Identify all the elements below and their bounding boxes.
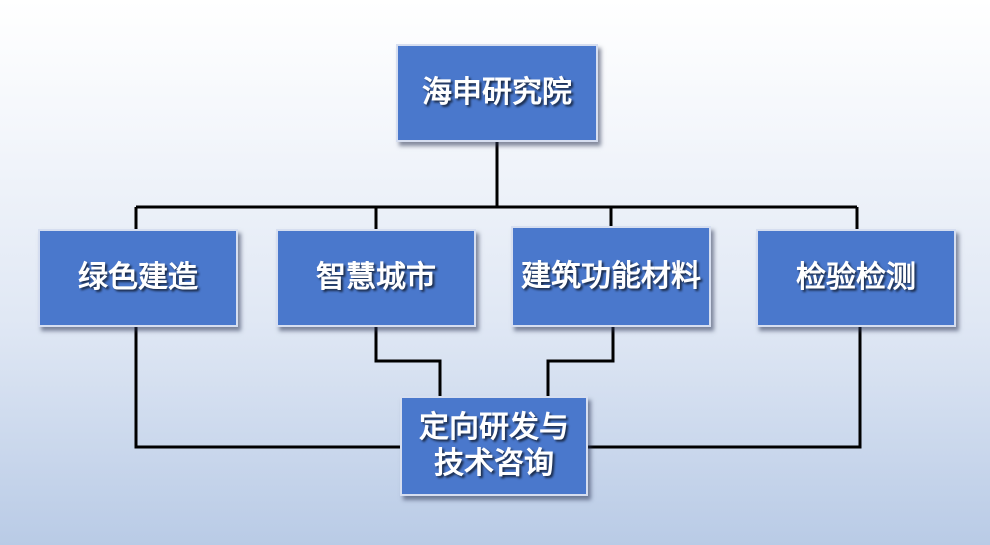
branch-node-smart-city: 智慧城市 xyxy=(276,229,476,327)
root-node-label: 海申研究院 xyxy=(422,75,572,110)
connector-left-inner xyxy=(374,327,442,396)
branch-node-label: 建筑功能材料 xyxy=(521,258,701,294)
connector-left-outer xyxy=(134,327,400,449)
bottom-node-label: 定向研发与技术咨询 xyxy=(419,410,569,481)
connector-right-inner xyxy=(546,327,615,396)
branch-node-label: 绿色建造 xyxy=(78,260,198,295)
branch-node-green-construction: 绿色建造 xyxy=(38,229,238,327)
connector-right-outer xyxy=(588,327,862,449)
branch-node-label: 智慧城市 xyxy=(316,260,436,295)
bottom-node-box: 定向研发与技术咨询 xyxy=(400,396,588,496)
root-node-box: 海申研究院 xyxy=(396,44,598,142)
branch-node-building-materials: 建筑功能材料 xyxy=(511,226,711,327)
branch-node-label: 检验检测 xyxy=(796,260,916,295)
branch-node-inspection-testing: 检验检测 xyxy=(756,229,956,327)
